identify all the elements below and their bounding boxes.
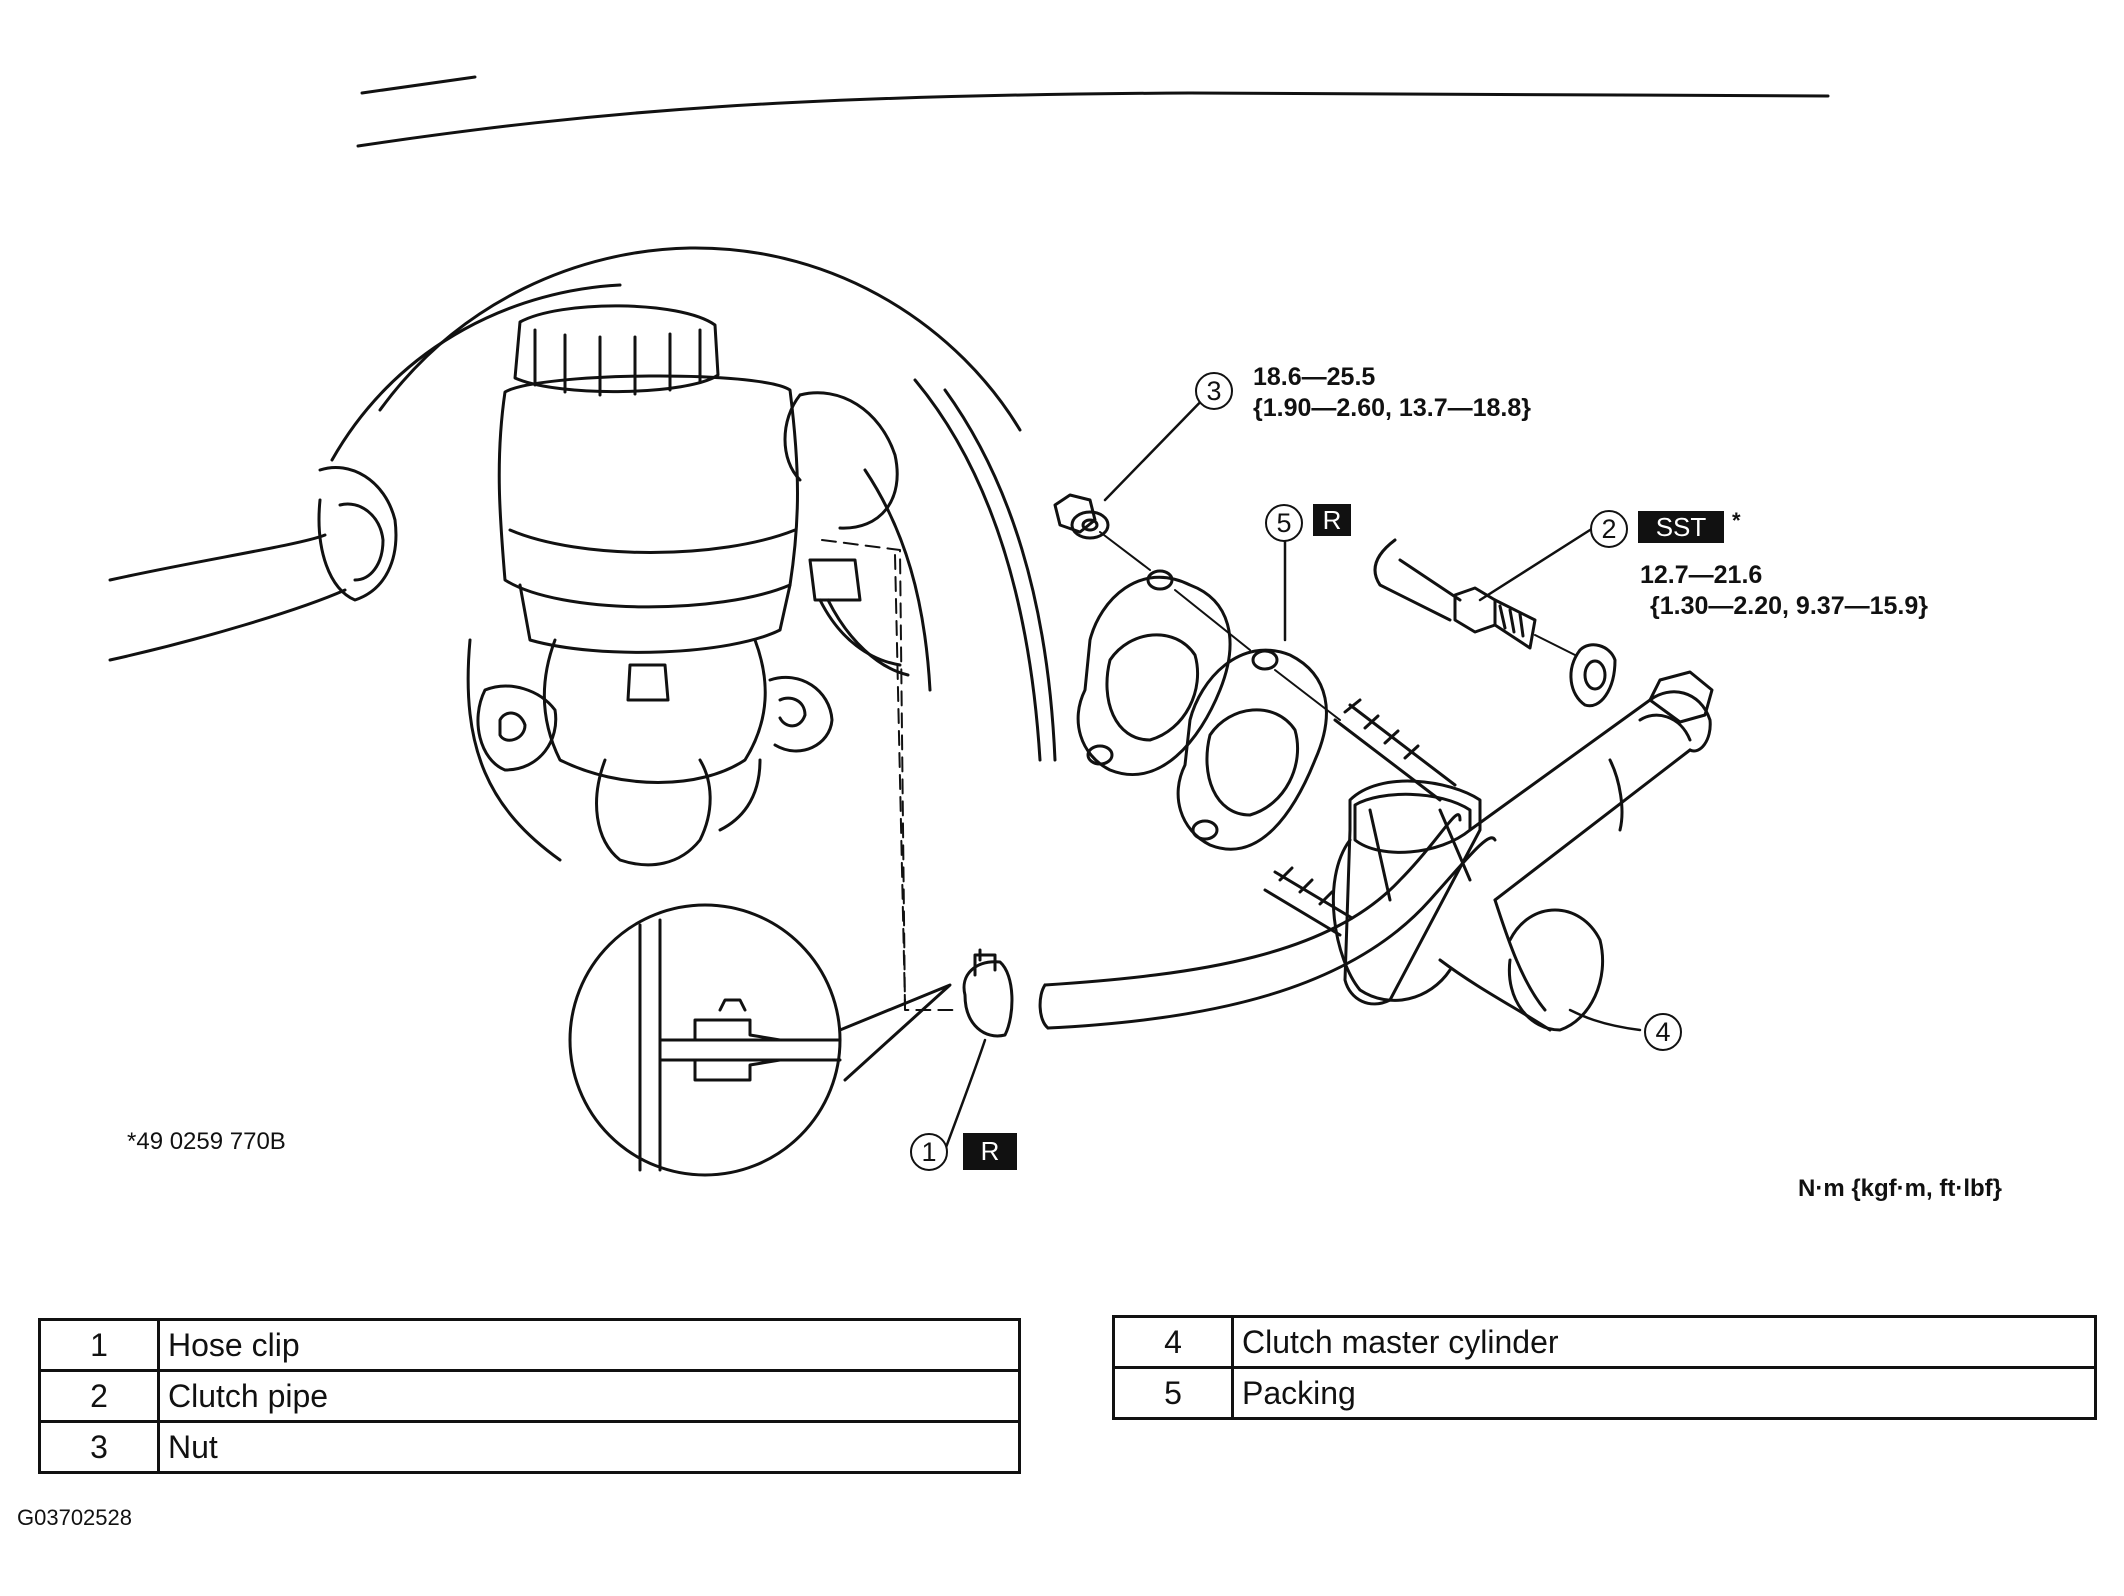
callout-leader <box>943 1038 987 1152</box>
assembly-line <box>1534 634 1576 656</box>
part-number: 2 <box>38 1369 160 1423</box>
reservoir-hose <box>808 558 862 602</box>
callout-3: 3 <box>1195 372 1233 410</box>
fluid-reservoir <box>497 304 799 654</box>
figure-code: G03702528 <box>17 1505 132 1530</box>
torque-clutch-pipe: 12.7—21.6 {1.30—2.20, 9.37—15.9} <box>1640 560 1928 622</box>
nut <box>1053 493 1110 540</box>
torque-nut: 18.6—25.5 {1.90—2.60, 13.7—18.8} <box>1253 362 1531 424</box>
sst-note: *49 0259 770B <box>127 1128 286 1155</box>
torque-nut-nm: 18.6—25.5 <box>1253 363 1376 391</box>
mounting-flange <box>1343 779 1482 1006</box>
packing-gasket <box>1176 648 1328 851</box>
body-outline-line <box>356 91 1830 148</box>
torque-nut-alt: {1.90—2.60, 13.7—18.8} <box>1253 394 1531 422</box>
packing-gasket <box>1076 569 1232 776</box>
part-name: Clutch pipe <box>157 1369 1021 1423</box>
replace-badge-5: R <box>1313 504 1351 536</box>
mounting-stud <box>1263 866 1354 937</box>
brake-master-cylinder <box>476 638 834 867</box>
booster-arc <box>913 378 1042 762</box>
torque-clutch-pipe-alt: {1.30—2.20, 9.37—15.9} <box>1650 592 1928 620</box>
clutch-master-cylinder <box>1331 670 1714 1032</box>
part-number: 1 <box>38 1318 160 1372</box>
part-name: Clutch master cylinder <box>1231 1315 2097 1369</box>
part-number: 4 <box>1112 1315 1234 1369</box>
booster-arc <box>378 246 1022 432</box>
hose-clip <box>962 948 1014 1038</box>
booster-arc <box>943 388 1057 762</box>
brake-hose-left <box>108 465 398 662</box>
assembly-line <box>1099 531 1341 721</box>
hose-clip-leader <box>894 554 906 1006</box>
callout-leader <box>1478 528 1592 602</box>
fitting <box>1569 643 1617 708</box>
detail-view-circle <box>568 903 952 1177</box>
callout-4: 4 <box>1644 1013 1682 1051</box>
part-number: 5 <box>1112 1366 1234 1420</box>
part-number: 3 <box>38 1420 160 1474</box>
torque-clutch-pipe-nm: 12.7—21.6 <box>1640 561 1763 589</box>
booster-arc <box>330 283 622 462</box>
sst-badge: SST <box>1638 511 1724 543</box>
replace-badge-1: R <box>963 1133 1017 1170</box>
booster-arc <box>466 638 562 862</box>
unit-note: N·m {kgf·m, ft·lbf} <box>1798 1175 2002 1202</box>
callout-5: 5 <box>1265 504 1303 542</box>
hose-clip-leader <box>821 539 961 1011</box>
callout-leader <box>1103 390 1212 502</box>
part-name: Nut <box>157 1420 1021 1474</box>
clutch-hose <box>1038 813 1497 1030</box>
part-name: Packing <box>1231 1366 2097 1420</box>
callout-2: 2 <box>1590 510 1628 548</box>
callout-leader <box>1568 1008 1642 1032</box>
body-outline-line <box>360 75 477 95</box>
booster-arc <box>863 468 932 692</box>
mounting-stud <box>1333 698 1457 802</box>
part-name: Hose clip <box>157 1318 1021 1372</box>
reservoir-hose <box>818 598 902 667</box>
booster-dome <box>783 391 899 530</box>
clutch-pipe <box>1373 538 1537 650</box>
callout-1: 1 <box>910 1133 948 1171</box>
sst-asterisk: * <box>1732 508 1741 533</box>
